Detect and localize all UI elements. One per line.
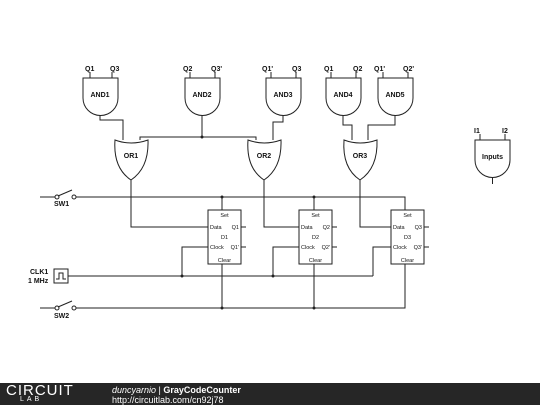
inputs-input-a: I1 [474,128,480,135]
and2-input-a: Q2 [183,66,192,73]
d1-clear-label: Clear [218,258,231,264]
flipflop-d2[interactable]: Set Data Q2 D2 Clock Q2' Clear [298,209,333,265]
or2-gate[interactable]: OR2 [247,139,282,185]
circuit-title[interactable]: GrayCodeCounter [163,385,241,395]
and1-input-b: Q3 [110,66,119,73]
d1-qbar-label: Q1' [231,245,239,251]
d2-q-label: Q2 [323,225,330,231]
and5-gate[interactable]: AND5 [377,72,414,116]
meta-separator: | [156,385,164,395]
inputs-input-b: I2 [502,128,508,135]
d2-clock-label: Clock [301,245,315,251]
and5-label: AND5 [385,92,404,99]
d3-set-label: Set [403,213,412,219]
d2-data-label: Data [301,225,314,231]
and3-gate[interactable]: AND3 [265,72,302,116]
and3-input-a: Q1' [262,66,273,73]
and4-label: AND4 [333,92,352,99]
and5-input-a: Q1' [374,66,385,73]
author-name[interactable]: duncyarnio [112,385,157,395]
inputs-label: Inputs [482,154,503,161]
d1-data-label: Data [210,225,223,231]
footer-bar: CIRCUIT LAB duncyarnio | GrayCodeCounter… [0,383,540,405]
and3-input-b: Q3 [292,66,301,73]
and3-label: AND3 [273,92,292,99]
flipflop-d1[interactable]: Set Data Q1 D1 Clock Q1' Clear [207,209,242,265]
and1-input-a: Q1 [85,66,94,73]
d2-clear-label: Clear [309,258,322,264]
and4-gate[interactable]: AND4 [325,72,362,116]
inputs-gate[interactable]: Inputs [474,134,511,184]
schematic: AND1 Q1 Q3 AND2 Q2 Q3' AND3 Q1' Q3 AND4 … [28,66,511,320]
circuitlab-logo[interactable]: CIRCUIT [6,382,74,399]
sw1-switch[interactable] [40,189,77,200]
or1-label: OR1 [124,153,139,160]
clock-source[interactable] [53,268,69,284]
d3-name-label: D3 [404,235,411,241]
clock-freq: 1 MHz [28,278,49,285]
or2-label: OR2 [257,153,272,160]
and1-gate[interactable]: AND1 [82,72,119,120]
and4-input-b: Q2 [353,66,362,73]
d2-qbar-label: Q2' [322,245,330,251]
d1-q-label: Q1 [232,225,239,231]
and2-gate[interactable]: AND2 [184,72,221,116]
sw1-label: SW1 [54,201,69,208]
circuitlab-logo-sub: LAB [20,396,43,403]
d3-qbar-label: Q3' [414,245,422,251]
sw2-switch[interactable] [40,300,77,311]
and4-input-a: Q1 [324,66,333,73]
and2-label: AND2 [192,92,211,99]
d3-q-label: Q3 [415,225,422,231]
or3-gate[interactable]: OR3 [343,139,378,185]
or1-gate[interactable]: OR1 [114,139,149,185]
circuit-meta: duncyarnio | GrayCodeCounter http://circ… [112,385,241,405]
clock-name: CLK1 [30,269,48,276]
flipflop-d3[interactable]: Set Data Q3 D3 Clock Q3' Clear [390,209,425,265]
and1-label: AND1 [90,92,109,99]
d3-clock-label: Clock [393,245,407,251]
d1-name-label: D1 [221,235,228,241]
and5-input-b: Q2' [403,66,414,73]
d2-set-label: Set [311,213,320,219]
or3-label: OR3 [353,153,368,160]
and2-input-b: Q3' [211,66,222,73]
sw2-label: SW2 [54,313,69,320]
d1-set-label: Set [220,213,229,219]
d1-clock-label: Clock [210,245,224,251]
d2-name-label: D2 [312,235,319,241]
d3-data-label: Data [393,225,406,231]
d3-clear-label: Clear [401,258,414,264]
circuit-url[interactable]: http://circuitlab.com/cn92j78 [112,395,224,405]
